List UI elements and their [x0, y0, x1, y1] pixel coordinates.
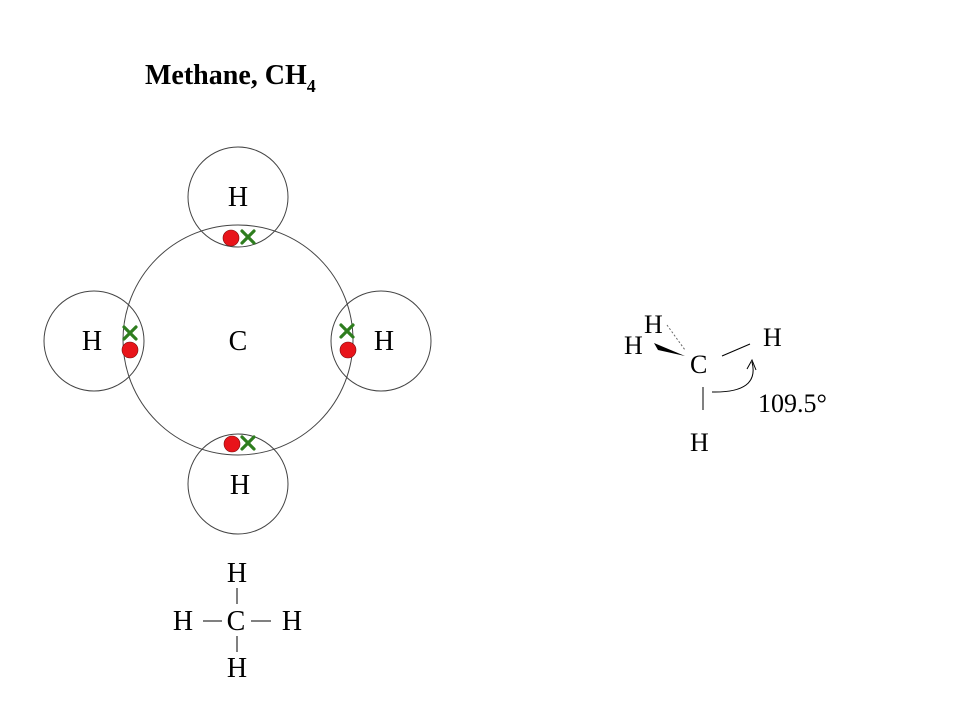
struct-atom-h-bottom: H [227, 653, 247, 684]
hydrogen-shell-right [330, 290, 432, 392]
hydrogen-shell-bottom [187, 433, 289, 535]
bond-right [721, 343, 751, 357]
dot-cross-diagram: C H H H H [43, 146, 432, 535]
diagram-title: Methane, CH4 [145, 60, 316, 96]
tetra-atom-h-wedge: H [624, 331, 643, 360]
wedge-bond [654, 343, 685, 356]
tetra-atom-h-right: H [763, 323, 782, 352]
angle-arrow-head [746, 358, 757, 371]
electron-dot [339, 341, 357, 359]
tetrahedral-diagram: C H H H H 109.5° [624, 310, 827, 457]
structural-formula: C H H H H [173, 558, 302, 684]
shared-pair-bottom [223, 435, 256, 453]
electron-cross [339, 323, 355, 339]
electron-dot [223, 435, 241, 453]
electron-dot [121, 341, 139, 359]
tetra-atom-c: C [690, 350, 707, 379]
struct-atom-c: C [227, 606, 246, 637]
bond-angle-label: 109.5° [758, 389, 827, 418]
atom-label-c: C [229, 326, 248, 357]
electron-dot [222, 229, 240, 247]
tetra-atom-h-back: H [644, 310, 663, 339]
atom-label-h-right: H [374, 326, 394, 357]
electron-cross [240, 435, 256, 451]
dashed-bond [666, 324, 686, 351]
hydrogen-shell-left [43, 290, 145, 392]
struct-atom-h-right: H [282, 606, 302, 637]
shared-pair-right [339, 323, 357, 359]
shared-pair-left [121, 325, 139, 359]
struct-atom-h-left: H [173, 606, 193, 637]
shared-pair-top [222, 229, 256, 247]
atom-label-h-left: H [82, 326, 102, 357]
title-text: Methane, CH [145, 60, 307, 91]
hydrogen-shell-top [187, 146, 289, 248]
atom-label-h-top: H [228, 182, 248, 213]
struct-atom-h-top: H [227, 558, 247, 589]
atom-label-h-bottom: H [230, 470, 250, 501]
angle-arrow-arc [711, 361, 754, 393]
title-subscript: 4 [307, 76, 316, 96]
tetra-atom-h-bottom: H [690, 428, 709, 457]
electron-cross [122, 325, 138, 341]
electron-cross [240, 229, 256, 245]
